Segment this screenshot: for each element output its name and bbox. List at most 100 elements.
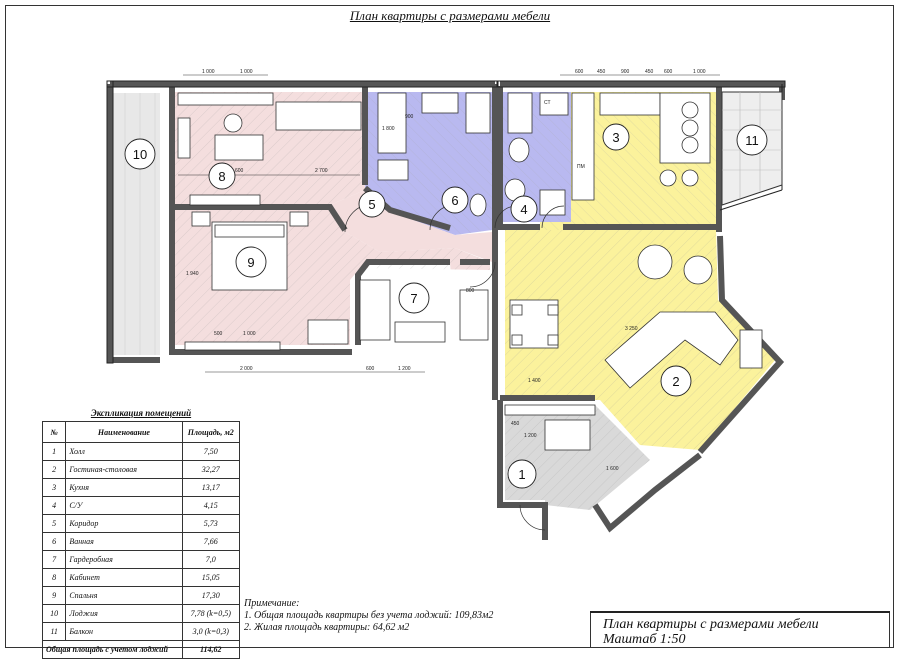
dim-1000: 1 000 <box>243 331 256 337</box>
dim-top-left-a: 1 000 <box>202 69 215 75</box>
row-area: 32,27 <box>181 460 241 479</box>
total-label: Общая площадь с учетом лоджий <box>42 640 183 659</box>
row-name: Кухня <box>65 478 183 497</box>
dim-1940: 1 940 <box>186 271 199 277</box>
room-label-2: 2 <box>672 374 679 389</box>
row-num: 2 <box>41 460 67 479</box>
row-name: Кабинет <box>65 568 183 587</box>
row-name: Балкон <box>65 622 183 641</box>
furniture <box>177 92 763 451</box>
room-markers <box>124 123 768 489</box>
row-area: 15,05 <box>181 568 241 587</box>
legend-title: Экспликация помещений <box>90 408 192 418</box>
dim-1800: 1 800 <box>382 126 395 132</box>
row-num: 11 <box>41 622 67 641</box>
room-marker-8 <box>208 162 236 190</box>
dim-800: 800 <box>466 288 475 294</box>
room-label-3: 3 <box>612 130 619 145</box>
stamp-scale: Маштаб 1:50 <box>603 632 686 647</box>
stamp-title: План квартиры с размерами мебели <box>603 617 819 632</box>
row-name: Гостиная-столовая <box>65 460 183 479</box>
legend-col-area: Площадь, м2 <box>181 421 241 443</box>
room-label-4: 4 <box>520 202 527 217</box>
room-marker-3 <box>602 123 630 151</box>
dim-top-right-2: 900 <box>621 69 630 75</box>
dim-1200: 1 200 <box>524 433 537 439</box>
dim-bottom-left: 2 000 <box>240 366 253 372</box>
room-marker-1 <box>507 459 537 489</box>
room-marker-11 <box>736 124 768 156</box>
loggia-10-fill <box>112 93 160 355</box>
row-area: 7,78 (k=0,5) <box>181 604 241 623</box>
dim-1400: 1 400 <box>528 378 541 384</box>
dim-600: 600 <box>235 168 244 174</box>
row-num: 5 <box>41 514 67 533</box>
row-name: Гардеробная <box>65 550 183 569</box>
dim-450: 450 <box>511 421 520 427</box>
row-num: 4 <box>41 496 67 515</box>
wall-outlines <box>106 80 786 364</box>
room-label-11: 11 <box>745 133 759 148</box>
loggia-tiles <box>124 93 156 355</box>
row-area: 7,66 <box>181 532 241 551</box>
room-marker-10 <box>124 138 156 170</box>
row-name: Холл <box>65 442 183 461</box>
legend-total-row: Общая площадь с учетом лоджий 114,62 <box>42 640 241 659</box>
dim-top-right-5: 1 000 <box>693 69 706 75</box>
dim-top-left-b: 1 000 <box>240 69 253 75</box>
dim-top-right-1: 450 <box>597 69 606 75</box>
room-marker-7 <box>398 282 430 314</box>
room-label-7: 7 <box>410 291 417 306</box>
room-marker-6 <box>441 186 469 214</box>
row-num: 10 <box>41 604 67 623</box>
row-name: С/У <box>65 496 183 515</box>
dim-top-right-4: 600 <box>664 69 673 75</box>
notes-line-1: 1. Общая площадь квартиры без учета лодж… <box>244 610 494 621</box>
dim-2700: 2 700 <box>315 168 328 174</box>
dim-3250: 3 250 <box>625 326 638 332</box>
legend-col-name: Наименование <box>65 421 183 443</box>
room-label-9: 9 <box>247 255 254 270</box>
dim-bottom-mid-a: 600 <box>366 366 375 372</box>
room-marker-5 <box>358 190 386 218</box>
row-num: 6 <box>41 532 67 551</box>
row-area: 7,50 <box>181 442 241 461</box>
room-label-5: 5 <box>368 197 375 212</box>
row-area: 7,0 <box>181 550 241 569</box>
row-num: 3 <box>41 478 67 497</box>
dim-900: 900 <box>405 114 414 120</box>
dim-top-right-3: 450 <box>645 69 654 75</box>
row-area: 13,17 <box>181 478 241 497</box>
dim-500: 500 <box>214 331 223 337</box>
row-name: Ванная <box>65 532 183 551</box>
room-label-10: 10 <box>133 147 147 162</box>
row-area: 17,30 <box>181 586 241 605</box>
dim-bottom-mid-b: 1 200 <box>398 366 411 372</box>
room-label-6: 6 <box>451 193 458 208</box>
row-num: 7 <box>41 550 67 569</box>
row-name: Коридор <box>65 514 183 533</box>
row-num: 9 <box>41 586 67 605</box>
dim-top-right-0: 600 <box>575 69 584 75</box>
room-legend: Экспликация помещений № Наименование Пло… <box>41 408 241 659</box>
row-num: 8 <box>41 568 67 587</box>
row-num: 1 <box>41 442 67 461</box>
room-marker-9 <box>235 246 267 278</box>
fixture-pm-label: ПМ <box>577 164 585 170</box>
notes-block: Примечание: 1. Общая площадь квартиры бе… <box>244 598 493 634</box>
room-marker-4 <box>510 195 538 223</box>
dim-1600: 1 600 <box>606 466 619 472</box>
fixture-ct-label: СТ <box>544 100 551 106</box>
walls <box>107 81 785 540</box>
notes-line-2: 2. Жилая площадь квартиры: 64,62 м2 <box>244 622 410 633</box>
